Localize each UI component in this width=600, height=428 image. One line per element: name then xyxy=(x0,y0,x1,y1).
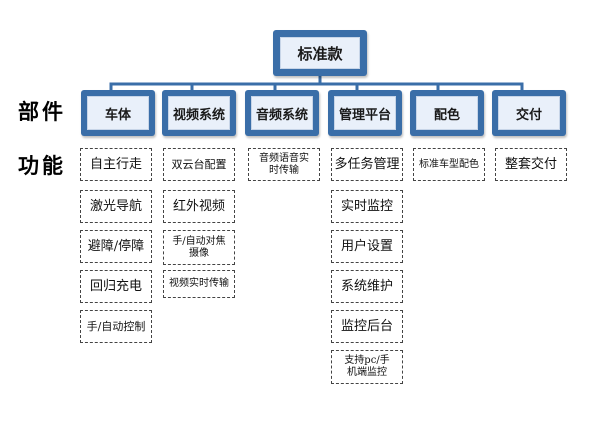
function-box: 实时监控 xyxy=(331,190,403,223)
root-node-label: 标准款 xyxy=(280,37,360,69)
category-color-scheme: 配色 xyxy=(410,90,484,136)
function-box: 多任务管理 xyxy=(331,148,403,181)
category-label: 音频系统 xyxy=(251,96,313,130)
category-video-system: 视频系统 xyxy=(162,90,236,136)
category-label: 视频系统 xyxy=(168,96,230,130)
function-box: 用户设置 xyxy=(331,230,403,263)
function-box: 手/自动控制 xyxy=(80,310,152,343)
category-vehicle-body: 车体 xyxy=(81,90,155,136)
function-box: 音频语音实时传输 xyxy=(248,148,320,181)
function-box: 系统维护 xyxy=(331,270,403,303)
function-box: 标准车型配色 xyxy=(413,148,485,181)
category-label: 交付 xyxy=(498,96,560,130)
components-row-label: 部件 xyxy=(18,100,66,124)
category-delivery: 交付 xyxy=(492,90,566,136)
category-label: 配色 xyxy=(416,96,478,130)
function-box: 避障/停障 xyxy=(80,230,152,263)
functions-row-label: 功能 xyxy=(18,154,66,178)
category-label: 管理平台 xyxy=(334,96,396,130)
function-box: 激光导航 xyxy=(80,190,152,223)
function-box: 视频实时传输 xyxy=(163,270,235,298)
function-box: 监控后台 xyxy=(331,310,403,343)
function-box: 整套交付 xyxy=(495,148,567,181)
category-management-platform: 管理平台 xyxy=(328,90,402,136)
function-box: 红外视频 xyxy=(163,190,235,223)
function-box: 手/自动对焦摄像 xyxy=(163,230,235,265)
function-box: 双云台配置 xyxy=(163,148,235,181)
function-box: 回归充电 xyxy=(80,270,152,303)
root-node: 标准款 xyxy=(273,30,367,76)
function-box: 自主行走 xyxy=(80,148,152,181)
function-box: 支持pc/手机端监控 xyxy=(331,350,403,384)
category-label: 车体 xyxy=(87,96,149,130)
category-audio-system: 音频系统 xyxy=(245,90,319,136)
